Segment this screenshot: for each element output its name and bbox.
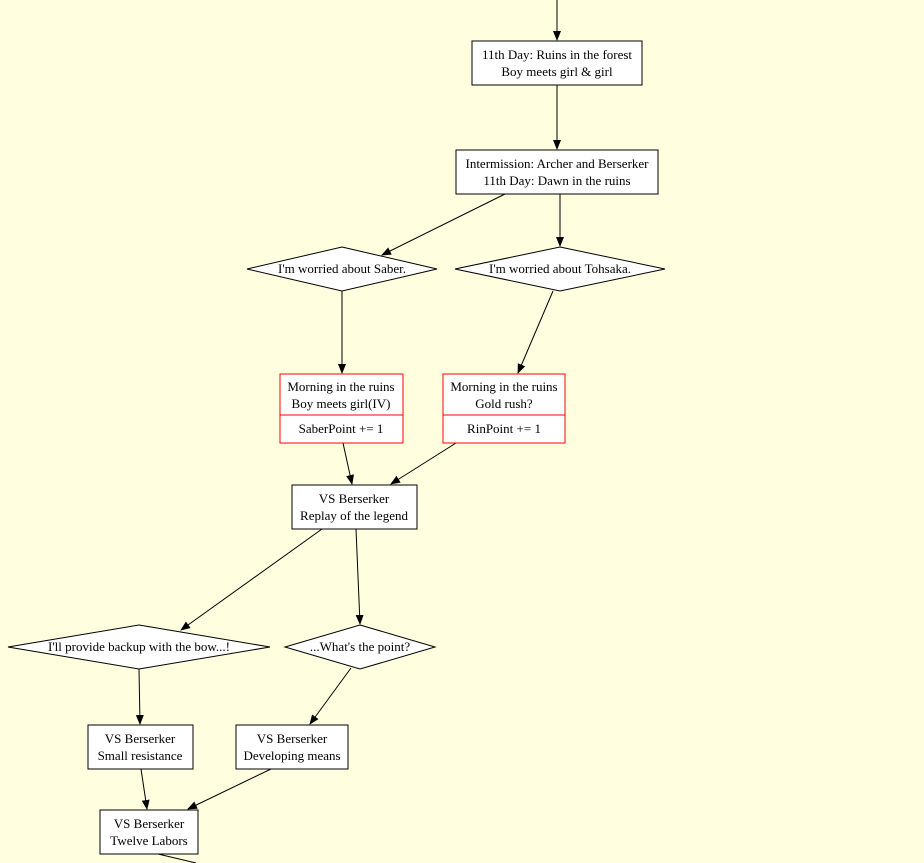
node-twelve-labors-box [99, 809, 199, 855]
edge-morning-gold-to-replay [390, 442, 457, 485]
node-developing-means-line1: VS Berserker [257, 731, 328, 746]
node-worried-saber-diamond [246, 246, 438, 292]
node-whats-the-point-label: ...What's the point? [310, 639, 410, 654]
node-morning-ruins-iv-line2: Boy meets girl(IV) [292, 396, 391, 411]
node-worried-saber: I'm worried about Saber. [246, 246, 438, 292]
node-worried-tohsaka: I'm worried about Tohsaka. [454, 246, 666, 292]
node-replay-of-the-legend-box [291, 484, 418, 530]
edge-backup-bow-to-small-resistance [135, 668, 144, 725]
node-replay-of-the-legend-line2: Replay of the legend [300, 508, 408, 523]
edge-small-resistance-to-twelve-labors [140, 768, 150, 810]
node-whats-the-point-diamond [283, 624, 437, 670]
node-ruins-forest-line2: Boy meets girl & girl [501, 64, 613, 79]
node-twelve-labors: VS Berserker Twelve Labors [99, 809, 199, 855]
edge-twelve-labors-continuation [157, 853, 197, 863]
node-morning-ruins-gold-box [442, 373, 566, 444]
node-morning-ruins-iv-effect: SaberPoint += 1 [299, 421, 384, 436]
edge-morning-iv-to-replay [342, 442, 354, 485]
node-morning-ruins-iv: Morning in the ruins Boy meets girl(IV) … [279, 373, 404, 444]
node-worried-tohsaka-label: I'm worried about Tohsaka. [489, 261, 631, 276]
edge-whats-point-to-developing-means [309, 667, 352, 725]
node-replay-of-the-legend-line1: VS Berserker [319, 491, 390, 506]
node-intermission-line1: Intermission: Archer and Berserker [465, 156, 649, 171]
node-small-resistance-line2: Small resistance [98, 748, 183, 763]
node-worried-tohsaka-diamond [454, 246, 666, 292]
node-worried-saber-label: I'm worried about Saber. [278, 261, 406, 276]
node-morning-ruins-gold-line2: Gold rush? [475, 396, 533, 411]
node-intermission: Intermission: Archer and Berserker 11th … [455, 149, 659, 195]
edges-layer [135, 0, 564, 863]
node-ruins-forest-line1: 11th Day: Ruins in the forest [482, 47, 632, 62]
node-morning-ruins-gold-effect: RinPoint += 1 [467, 421, 541, 436]
node-whats-the-point: ...What's the point? [283, 624, 437, 670]
node-intermission-line2: 11th Day: Dawn in the ruins [483, 173, 630, 188]
node-twelve-labors-line1: VS Berserker [114, 816, 185, 831]
node-backup-with-bow-diamond [7, 624, 271, 670]
node-intermission-box [455, 149, 659, 195]
node-backup-with-bow-label: I'll provide backup with the bow...! [48, 639, 230, 654]
node-developing-means-box [235, 724, 349, 770]
edge-worried-tohsaka-to-morning-gold [517, 290, 554, 374]
node-developing-means-line2: Developing means [243, 748, 340, 763]
node-morning-ruins-gold: Morning in the ruins Gold rush? RinPoint… [442, 373, 566, 444]
node-small-resistance-box [87, 724, 194, 770]
edge-replay-to-backup-bow [180, 528, 323, 631]
node-ruins-forest: 11th Day: Ruins in the forest Boy meets … [471, 40, 643, 86]
edge-intermission-to-worried-saber [381, 193, 506, 256]
node-backup-with-bow: I'll provide backup with the bow...! [7, 624, 271, 670]
node-small-resistance-line1: VS Berserker [105, 731, 176, 746]
node-twelve-labors-line2: Twelve Labors [110, 833, 187, 848]
node-ruins-forest-box [471, 40, 643, 86]
node-morning-ruins-gold-line1: Morning in the ruins [450, 379, 557, 394]
node-morning-ruins-iv-line1: Morning in the ruins [287, 379, 394, 394]
edge-replay-to-whats-point [355, 528, 364, 625]
node-replay-of-the-legend: VS Berserker Replay of the legend [291, 484, 418, 530]
edge-developing-means-to-twelve-labors [187, 768, 272, 810]
node-morning-ruins-iv-box [279, 373, 404, 444]
node-developing-means: VS Berserker Developing means [235, 724, 349, 770]
node-small-resistance: VS Berserker Small resistance [87, 724, 194, 770]
